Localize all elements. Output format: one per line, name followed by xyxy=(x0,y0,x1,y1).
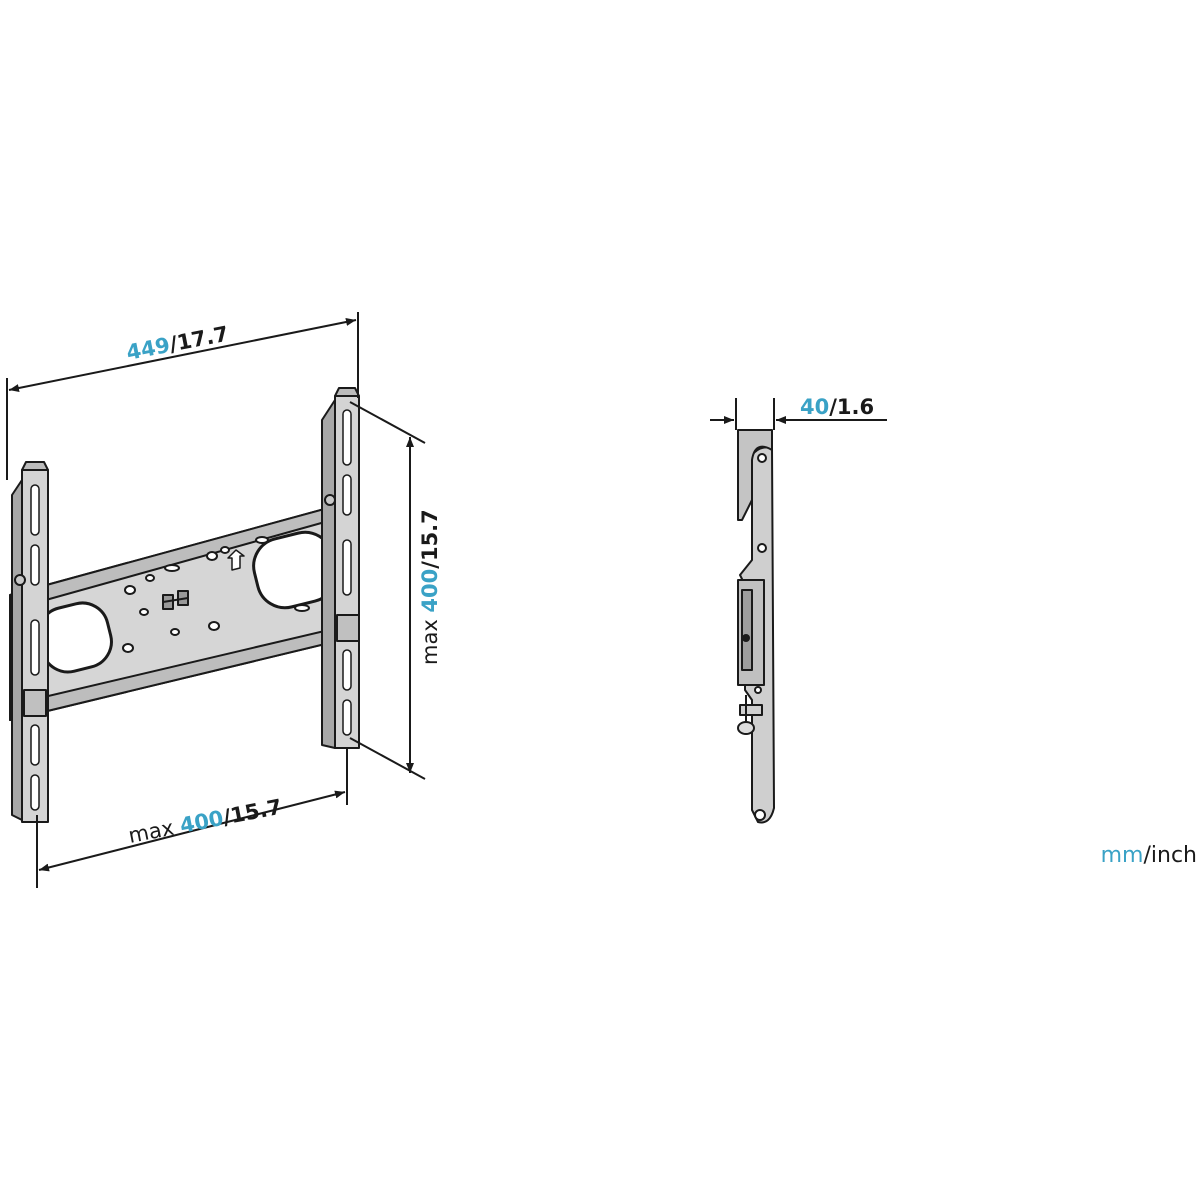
cross-plate xyxy=(9,501,351,721)
width-label: 449/17.7 xyxy=(124,322,230,365)
units-legend: mm/inch xyxy=(1101,843,1197,868)
depth-dimension xyxy=(710,398,887,430)
depth-imperial: 1.6 xyxy=(837,395,874,419)
vesa-vertical-metric: 400 xyxy=(418,569,442,613)
vesa-vertical-dimension xyxy=(349,401,426,780)
depth-metric: 40 xyxy=(800,395,829,419)
vesa-horizontal-imperial: 15.7 xyxy=(228,795,283,828)
vesa-horizontal-label: max 400/15.7 xyxy=(126,795,283,848)
right-arm xyxy=(321,387,360,749)
left-arm xyxy=(11,461,49,823)
front-view xyxy=(9,387,360,823)
vesa-vertical-imperial: 15.7 xyxy=(418,509,442,561)
width-imperial: 17.7 xyxy=(175,322,230,355)
depth-label: 40/1.6 xyxy=(800,395,874,419)
units-metric: mm xyxy=(1101,843,1144,868)
side-view xyxy=(737,429,775,824)
vesa-horizontal-metric: 400 xyxy=(178,806,226,838)
vesa-vertical-label: max 400/15.7 xyxy=(418,509,442,665)
units-imperial: inch xyxy=(1151,843,1197,868)
vesa-horizontal-dimension xyxy=(36,748,348,888)
width-dimension xyxy=(6,312,359,480)
width-metric: 449 xyxy=(124,333,172,365)
